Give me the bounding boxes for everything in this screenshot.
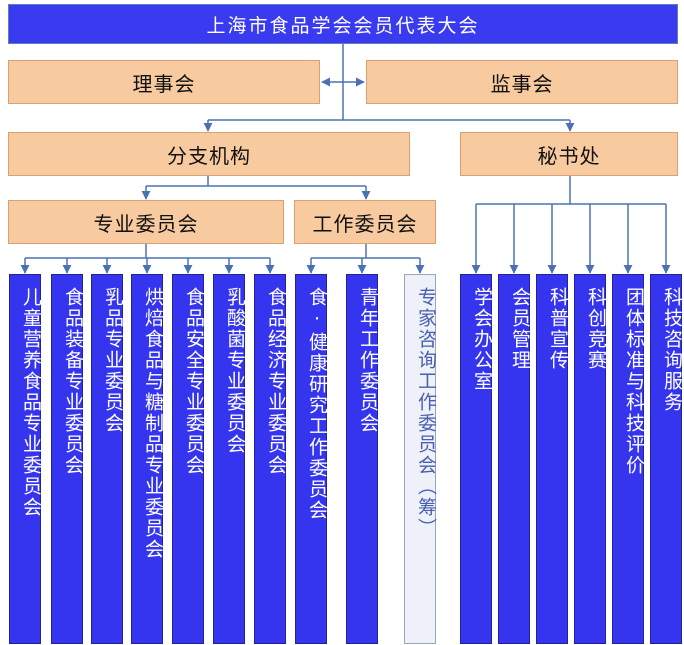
leaf-label: 会员管理 [509,287,531,371]
leaf-lactic-acid-bacteria: 乳酸菌专业委员会 [213,274,246,644]
leaf-label: 专家咨询工作委员会（筹） [415,287,437,539]
working-committees-label: 工作委员会 [312,211,418,236]
leaf-label: 烘焙食品与糖制品专业委员会 [142,287,164,560]
leaf-expert-consulting: 专家咨询工作委员会（筹） [404,274,437,644]
leaf-child-nutrition: 儿童营养食品专业委员会 [9,274,42,644]
leaf-dairy: 乳品专业委员会 [91,274,124,644]
leaf-youth-work: 青年工作委员会 [346,274,379,644]
branches-label: 分支机构 [167,143,251,168]
leaf-society-office: 学会办公室 [460,274,493,644]
professional-committees-node: 专业委员会 [8,200,284,244]
council-node: 理事会 [8,60,320,104]
leaf-food-economy: 食品经济专业委员会 [254,274,287,644]
leaf-label: 学会办公室 [471,287,493,392]
leaf-tech-consulting: 科技咨询服务 [650,274,683,644]
leaf-food-equipment: 食品装备专业委员会 [51,274,84,644]
leaf-label: 团体标准与科技评价 [623,287,645,476]
leaf-label: 食品经济专业委员会 [265,287,287,476]
branches-node: 分支机构 [8,132,410,176]
professional-committees-label: 专业委员会 [93,211,199,236]
leaf-bakery-confectionery: 烘焙食品与糖制品专业委员会 [131,274,164,644]
leaf-label: 科创竞赛 [585,287,607,371]
leaf-label: 食品安全专业委员会 [183,287,205,476]
leaf-label: 乳品专业委员会 [102,287,124,434]
supervisors-node: 监事会 [366,60,678,104]
secretariat-node: 秘书处 [460,132,678,176]
leaf-label: 儿童营养食品专业委员会 [20,287,42,518]
leaf-label: 乳酸菌专业委员会 [224,287,246,455]
leaf-group-standards: 团体标准与科技评价 [612,274,645,644]
assembly-node: 上海市食品学会会员代表大会 [8,4,678,44]
secretariat-label: 秘书处 [537,143,601,168]
leaf-science-popularization: 科普宣传 [536,274,569,644]
leaf-label: 科普宣传 [547,287,569,371]
leaf-label: 科技咨询服务 [661,287,683,413]
leaf-membership: 会员管理 [498,274,531,644]
leaf-label: 青年工作委员会 [357,287,379,434]
leaf-innovation-competition: 科创竞赛 [574,274,607,644]
leaf-food-health-research: 食·健康研究工作委员会 [295,274,328,644]
leaf-food-safety: 食品安全专业委员会 [172,274,205,644]
leaf-label: 食·健康研究工作委员会 [306,287,328,521]
supervisors-label: 监事会 [490,71,554,96]
leaf-label: 食品装备专业委员会 [62,287,84,476]
council-label: 理事会 [132,71,196,96]
working-committees-node: 工作委员会 [294,200,436,244]
assembly-label: 上海市食品学会会员代表大会 [206,14,480,37]
